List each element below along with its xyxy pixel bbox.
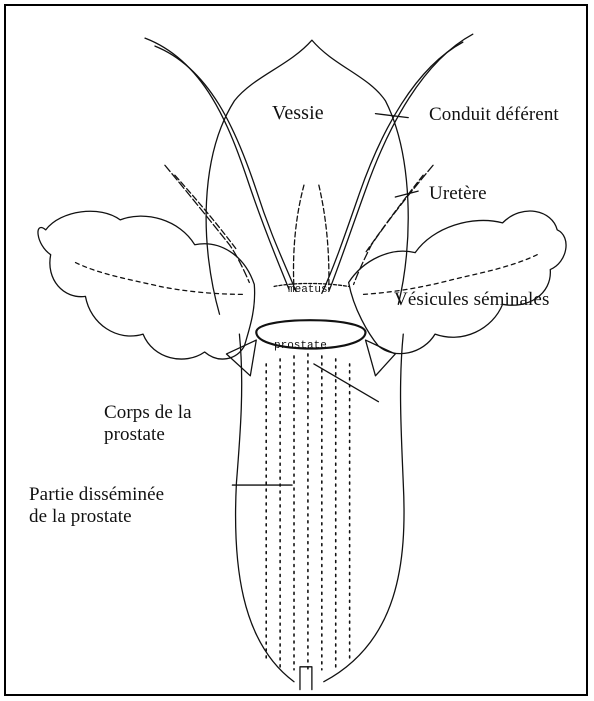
vas-deferens-left-outer: [145, 38, 289, 289]
bladder-outline: [206, 40, 408, 314]
label-corps-prostate: Corps de la prostate: [104, 402, 192, 447]
seminal-vesicle-right: [349, 211, 566, 354]
urethra-tip: [300, 667, 312, 690]
leader-corps: [314, 364, 379, 402]
vas-deferens-right-inner: [322, 42, 463, 293]
diagram-frame: Vessie Conduit déférent Uretère Vésicule…: [4, 4, 588, 696]
vas-deferens-right-outer: [329, 34, 473, 291]
label-partie-line2: de la prostate: [29, 506, 164, 528]
label-ring-upper: meatus: [288, 284, 328, 296]
label-ring-prostate: prostate: [274, 340, 327, 352]
seminal-vesicle-left: [38, 211, 255, 359]
disseminated-prostate-dots: [266, 354, 349, 670]
label-vesicules-seminales: Vésicules séminales: [394, 289, 549, 311]
seminal-vesicle-left-inner: [76, 263, 245, 295]
label-vessie: Vessie: [272, 102, 324, 126]
bladder-centerline-left: [294, 185, 304, 289]
label-partie-line1: Partie disséminée: [29, 484, 164, 506]
ureter-left: [165, 165, 249, 282]
urethra-tube-left: [236, 334, 294, 682]
prostate-wing-right: [366, 340, 396, 376]
label-partie-disseminee: Partie disséminée de la prostate: [29, 484, 164, 529]
label-corps-line1: Corps de la: [104, 402, 192, 424]
ureter-right: [354, 165, 433, 284]
label-conduit-deferent: Conduit déférent: [429, 104, 559, 126]
bladder-centerline-right: [319, 185, 329, 289]
label-corps-line2: prostate: [104, 424, 192, 446]
label-uretere: Uretère: [429, 183, 487, 205]
